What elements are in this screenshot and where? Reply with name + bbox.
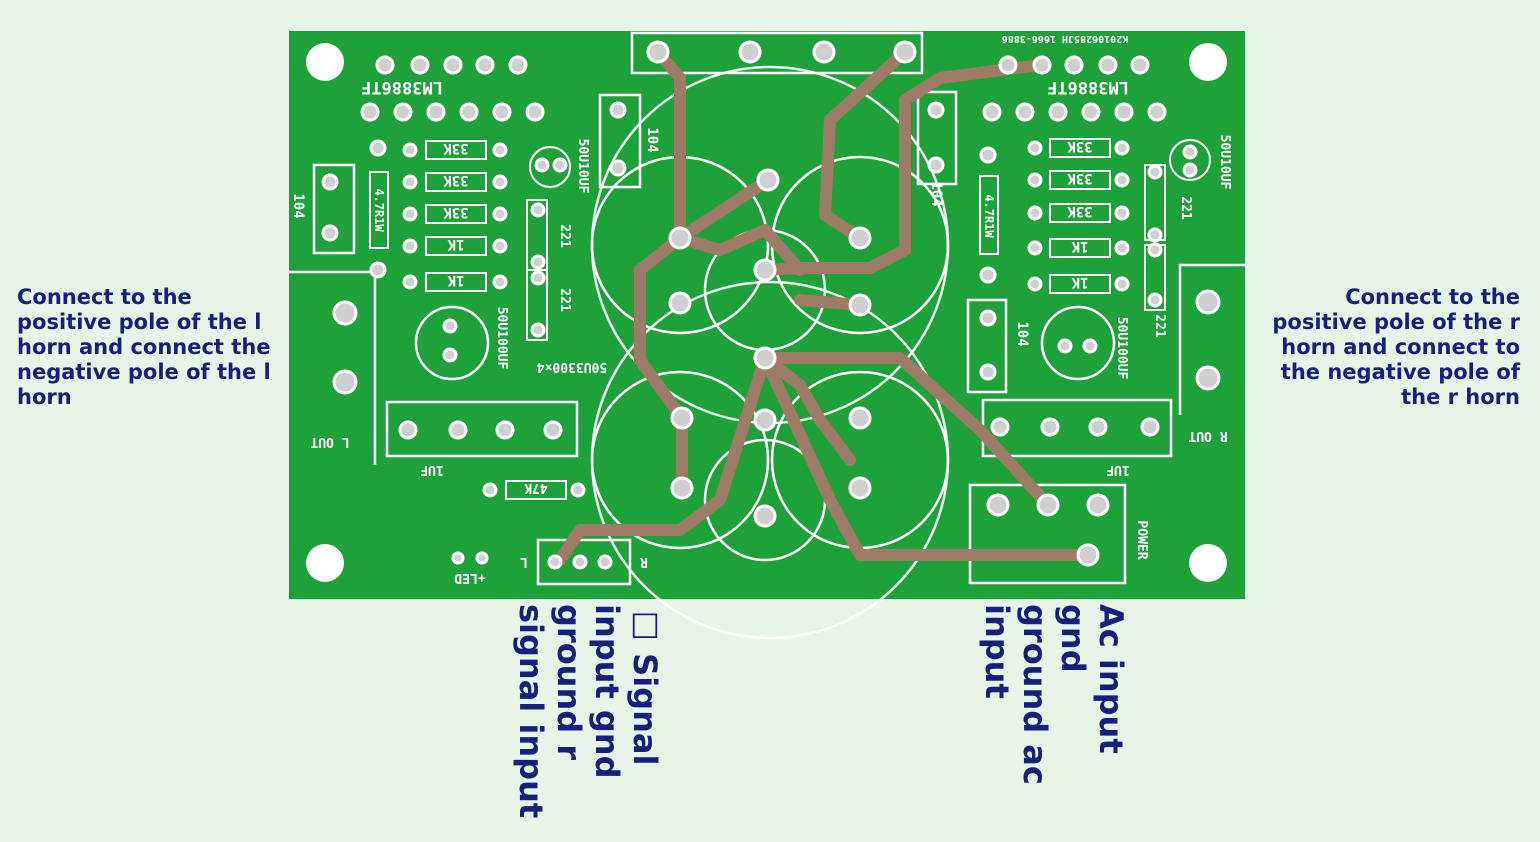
silk-res-33k-1: 33K	[443, 140, 469, 156]
silk-in-r: R	[640, 554, 648, 569]
silk-res-33k-6: 33K	[1067, 203, 1093, 219]
pads-large	[332, 40, 1221, 567]
silk-cap-221-1: 221	[557, 224, 572, 248]
silk-chip-left: LM3886TF	[361, 77, 443, 97]
silk-res-33k-3: 33K	[443, 204, 469, 220]
silk-l-out: L OUT	[310, 434, 349, 449]
silk-cap-221-2: 221	[557, 288, 572, 312]
silk-cap-221-4: 221	[1152, 314, 1167, 338]
silk-led: +LED	[454, 570, 485, 585]
silk-board-id: K20106285JH 1666-3886	[1002, 33, 1128, 44]
silk-r-out: R OUT	[1188, 428, 1227, 443]
silk-res-47k: 47K	[524, 480, 548, 495]
silk-cap-small-right: 50U10UF	[1217, 135, 1232, 190]
silk-res-33k-4: 33K	[1067, 138, 1093, 154]
silk-chip-right: LM3886TF	[1047, 77, 1129, 97]
resistor-bodies	[369, 138, 1211, 500]
silk-cap-big: 50U3300×4	[537, 359, 608, 374]
silk-power: POWER	[1134, 520, 1149, 559]
mounting-holes	[306, 43, 1227, 582]
silk-res-33k-5: 33K	[1067, 170, 1093, 186]
silk-frames	[289, 31, 1245, 586]
silk-res-1k-4: 1K	[1071, 274, 1088, 290]
silk-res-1k-3: 1K	[1071, 238, 1088, 254]
silk-in-l: L	[520, 554, 528, 569]
silk-cap-1uf-left: 1UF	[420, 462, 444, 477]
silk-cap-104-right: 104	[928, 181, 944, 206]
silk-res-47-left: 4.7R1W	[372, 188, 386, 232]
silk-res-1k-1: 1K	[447, 236, 464, 252]
silk-cap-mid-right: 50U100UF	[1114, 317, 1129, 380]
silk-res-47-right: 4.7R1W	[982, 194, 996, 238]
callout-left-speaker: Connect to the positive pole of the l ho…	[17, 285, 271, 409]
pads-small	[321, 55, 1198, 570]
silk-cap-mid-left: 50U100UF	[494, 307, 509, 370]
silk-cap-1uf-right: 1UF	[1106, 462, 1130, 477]
silk-cap-221-3: 221	[1178, 196, 1193, 220]
silk-res-1k-2: 1K	[447, 272, 464, 288]
silk-cap-104-right2: 104	[1014, 321, 1030, 346]
callout-right-speaker: Connect to the positive pole of the r ho…	[1272, 285, 1520, 409]
callout-signal-input: □ Signal input gnd ground r signal input	[512, 604, 664, 819]
pcb-board	[289, 31, 1245, 599]
silk-cap-small-left: 50U10UF	[575, 139, 590, 194]
callout-power-input: Ac input gnd ground ac input	[978, 604, 1130, 785]
silk-cap-104-left: 104	[290, 193, 306, 218]
silk-cap-104-mid: 104	[644, 127, 660, 152]
silk-res-33k-2: 33K	[443, 172, 469, 188]
